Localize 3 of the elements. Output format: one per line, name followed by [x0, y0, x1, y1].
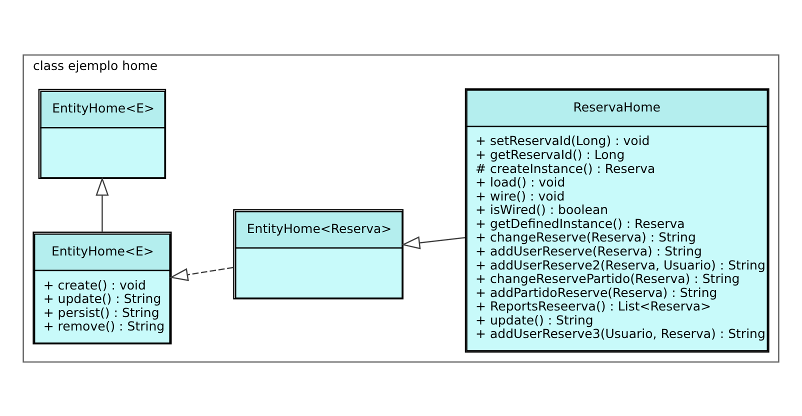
arrow: [169, 266, 234, 281]
arrow: [96, 176, 109, 232]
arrow: [401, 236, 466, 249]
